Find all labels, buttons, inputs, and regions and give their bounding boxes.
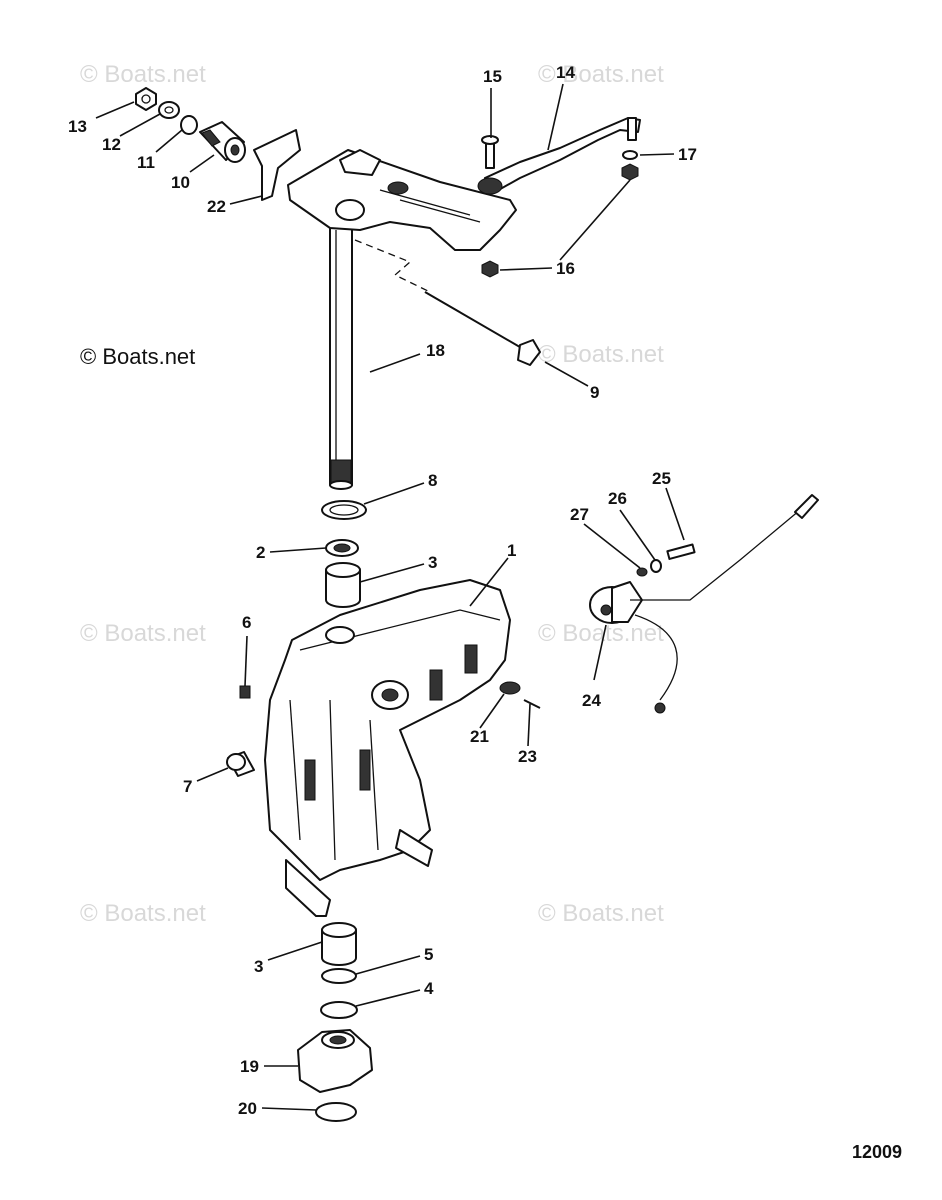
watermark: © Boats.net (80, 900, 206, 927)
callout-17: 17 (678, 145, 697, 164)
part-23-screw (523, 699, 541, 709)
callout-5: 5 (424, 945, 433, 964)
part-20-ring (315, 1102, 357, 1122)
callout-12: 12 (102, 135, 121, 154)
part-7-bushing (226, 751, 255, 777)
callout-15: 15 (483, 67, 502, 86)
callout-21: 21 (470, 727, 489, 746)
callout-22: 22 (207, 197, 226, 216)
callout-11: 11 (137, 153, 155, 172)
watermark-layer: © Boats.net © Boats.net © Boats.net © Bo… (80, 61, 664, 927)
part-27-nut (636, 567, 648, 577)
watermark: © Boats.net (538, 341, 664, 368)
callout-3-upper: 3 (428, 553, 437, 572)
part-13-nut (135, 87, 157, 111)
watermark: © Boats.net (538, 900, 664, 927)
callout-3-lower: 3 (254, 957, 263, 976)
callout-24: 24 (582, 691, 601, 710)
part-24-switch (589, 494, 819, 714)
callout-19: 19 (240, 1057, 259, 1076)
callout-7: 7 (183, 777, 192, 796)
callout-18: 18 (426, 341, 445, 360)
part-25-bolt (666, 543, 696, 560)
watermark: © Boats.net (538, 61, 664, 88)
copyright-label: © Boats.net (80, 344, 195, 369)
part-15-bolt (481, 135, 499, 169)
part-4-ring (320, 1001, 358, 1019)
part-12-washer (158, 101, 180, 119)
callout-labels: 13 12 11 10 22 15 14 17 16 18 9 8 2 3 1 … (68, 63, 697, 1118)
figure-number: 12009 (852, 1142, 902, 1162)
part-14-tie-bar (477, 117, 641, 195)
callout-6: 6 (242, 613, 251, 632)
callout-4: 4 (424, 979, 434, 998)
callout-25: 25 (652, 469, 671, 488)
part-18-steering-tube (329, 224, 353, 490)
callout-27: 27 (570, 505, 589, 524)
callout-26: 26 (608, 489, 627, 508)
callout-23: 23 (518, 747, 537, 766)
leader-lines (95, 83, 685, 1111)
part-11-washer (180, 115, 198, 135)
callout-20: 20 (238, 1099, 257, 1118)
callout-10: 10 (171, 173, 190, 192)
part-2-bearing (325, 539, 359, 557)
part-21-clip (499, 681, 521, 695)
watermark: © Boats.net (80, 61, 206, 88)
part-17-washer (622, 150, 638, 160)
part-6-screw (239, 685, 251, 699)
callout-2: 2 (256, 543, 265, 562)
callout-16: 16 (556, 259, 575, 278)
part-22-bracket (253, 129, 301, 201)
part-3-bushing-lower (321, 922, 357, 966)
part-16-nut (481, 163, 639, 278)
watermark: © Boats.net (80, 620, 206, 647)
part-1-swivel-bracket (264, 579, 511, 917)
part-9-through-bolt (424, 291, 541, 366)
part-3-bushing-upper (325, 562, 361, 608)
part-26-washer (650, 559, 662, 573)
part-5-ring (321, 968, 357, 984)
part-8-washer (321, 500, 367, 520)
callout-14: 14 (556, 63, 575, 82)
callout-8: 8 (428, 471, 437, 490)
callout-1: 1 (507, 541, 516, 560)
watermark: © Boats.net (538, 620, 664, 647)
part-19-yoke (297, 1029, 373, 1093)
part-10-bushing (199, 121, 246, 163)
callout-9: 9 (590, 383, 599, 402)
callout-13: 13 (68, 117, 87, 136)
part-steering-arm (287, 149, 517, 251)
